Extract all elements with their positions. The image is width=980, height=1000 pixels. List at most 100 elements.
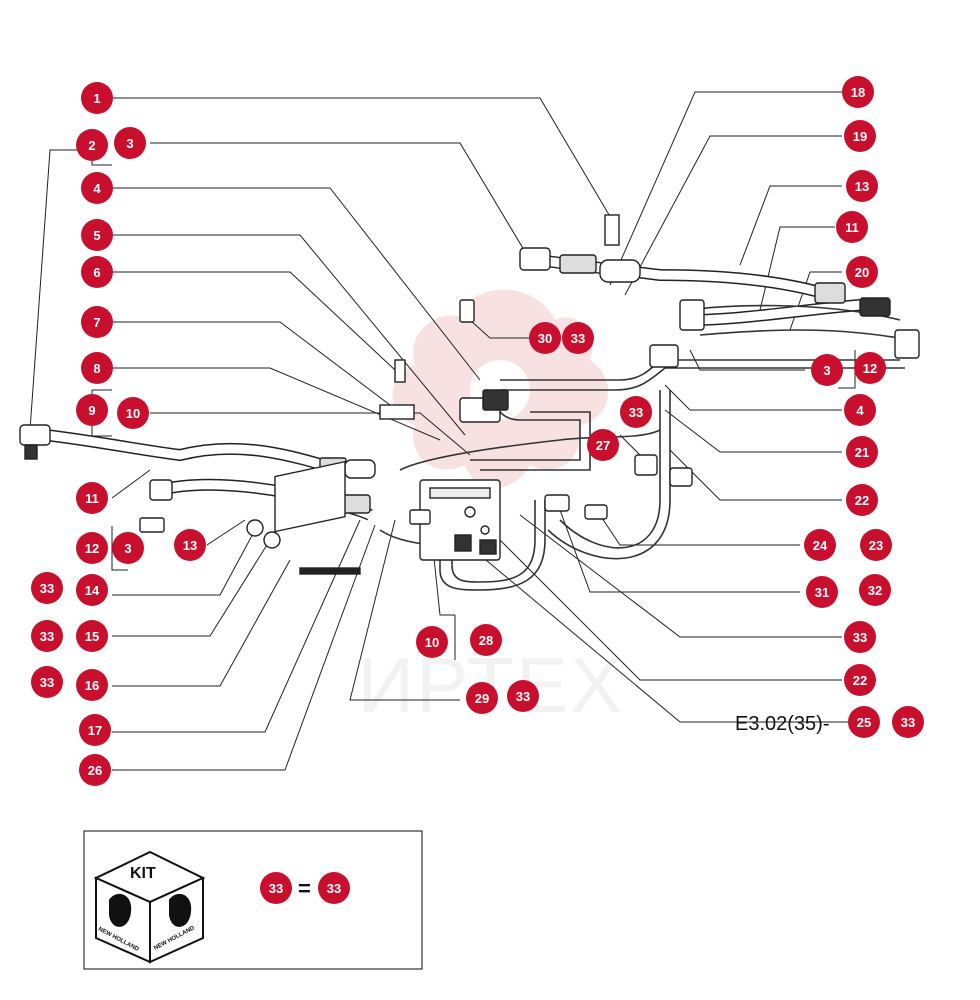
callout-number: 22 — [855, 493, 869, 508]
callout-badge-11: 11 — [76, 482, 108, 514]
callout-number: 15 — [85, 629, 99, 644]
callout-number: 12 — [85, 541, 99, 556]
callout-number: 28 — [479, 633, 493, 648]
callout-badge-33: 33 — [507, 680, 539, 712]
callout-badge-17: 17 — [79, 714, 111, 746]
callout-badge-16: 16 — [76, 669, 108, 701]
callout-badge-22: 22 — [844, 664, 876, 696]
callout-circle — [76, 394, 108, 426]
callout-number: 5 — [93, 228, 100, 243]
callout-circle — [466, 682, 498, 714]
callout-badge-13: 13 — [174, 529, 206, 561]
callout-badge-33: 33 — [31, 666, 63, 698]
callout-circle — [470, 624, 502, 656]
callout-badge-23: 23 — [860, 529, 892, 561]
callout-circle — [844, 394, 876, 426]
kit-box: KIT NEW HOLLAND NEW HOLLAND 33 = 33 — [83, 830, 423, 970]
callout-number: 19 — [853, 129, 867, 144]
callout-circle — [844, 621, 876, 653]
callout-circle — [31, 572, 63, 604]
kit-left-badge: 33 — [260, 872, 292, 904]
callout-circle — [846, 484, 878, 516]
callout-badge-22: 22 — [846, 484, 878, 516]
callout-number: 33 — [901, 715, 915, 730]
callout-badge-6: 6 — [81, 256, 113, 288]
callout-number: 10 — [425, 635, 439, 650]
callout-number: 24 — [813, 538, 828, 553]
callout-circle — [76, 532, 108, 564]
callout-circle — [76, 669, 108, 701]
callout-circle — [836, 211, 868, 243]
callout-number: 11 — [845, 220, 859, 235]
callout-number: 3 — [823, 363, 830, 378]
callout-number: 12 — [863, 361, 877, 376]
callout-circle — [81, 306, 113, 338]
kit-equals: = — [298, 876, 311, 901]
callout-circle — [844, 664, 876, 696]
callout-number: 21 — [855, 445, 869, 460]
kit-left-badge-label: 33 — [269, 881, 283, 896]
callout-number: 33 — [40, 675, 54, 690]
callout-number: 3 — [124, 541, 131, 556]
kit-cube-icon — [93, 850, 206, 964]
callout-badge-31: 31 — [806, 576, 838, 608]
callout-badge-20: 20 — [846, 256, 878, 288]
callout-circle — [529, 322, 561, 354]
kit-title: KIT — [130, 865, 156, 882]
callout-number: 14 — [85, 583, 100, 598]
callout-badge-29: 29 — [466, 682, 498, 714]
callout-badge-13: 13 — [846, 170, 878, 202]
callout-circle — [848, 706, 880, 738]
callout-circle — [31, 666, 63, 698]
callout-number: 2 — [88, 138, 95, 153]
callout-badge-1: 1 — [81, 82, 113, 114]
callout-circle — [846, 436, 878, 468]
callout-circle — [174, 529, 206, 561]
callout-circle — [587, 429, 619, 461]
callout-circle — [81, 82, 113, 114]
callout-badge-21: 21 — [846, 436, 878, 468]
callout-number: 26 — [88, 763, 102, 778]
callout-circle — [854, 352, 886, 384]
callout-circle — [117, 397, 149, 429]
callout-circle — [892, 706, 924, 738]
callout-number: 8 — [93, 361, 100, 376]
callout-number: 33 — [571, 331, 585, 346]
callout-badge-3: 3 — [112, 532, 144, 564]
callout-badge-12: 12 — [854, 352, 886, 384]
leader-lines — [29, 91, 856, 771]
callout-circle — [620, 396, 652, 428]
callout-number: 4 — [856, 403, 864, 418]
callout-number: 25 — [857, 715, 871, 730]
callout-number: 16 — [85, 678, 99, 693]
callout-number: 4 — [93, 181, 101, 196]
callout-number: 33 — [853, 630, 867, 645]
reference-label: E3.02(35)- — [735, 713, 830, 735]
callout-number: 18 — [851, 85, 865, 100]
callout-badge-33: 33 — [892, 706, 924, 738]
fittings — [19, 214, 920, 575]
callout-circle — [860, 529, 892, 561]
callout-badge-33: 33 — [31, 620, 63, 652]
callout-number: 32 — [868, 583, 882, 598]
callout-number: 13 — [183, 538, 197, 553]
callout-number: 13 — [855, 179, 869, 194]
callout-number: 9 — [88, 403, 95, 418]
callout-circle — [846, 170, 878, 202]
callout-badge-15: 15 — [76, 620, 108, 652]
callout-badge-5: 5 — [81, 219, 113, 251]
callout-number: 10 — [126, 406, 140, 421]
callout-badge-33: 33 — [620, 396, 652, 428]
callout-circle — [416, 626, 448, 658]
callout-badge-33: 33 — [844, 621, 876, 653]
callout-circle — [114, 127, 146, 159]
callout-badge-2: 2 — [76, 129, 108, 161]
callout-circle — [79, 754, 111, 786]
callout-circle — [79, 714, 111, 746]
callout-badge-10: 10 — [117, 397, 149, 429]
callout-number: 31 — [815, 585, 829, 600]
callout-badge-9: 9 — [76, 394, 108, 426]
callout-badge-27: 27 — [587, 429, 619, 461]
callout-number: 20 — [855, 265, 869, 280]
